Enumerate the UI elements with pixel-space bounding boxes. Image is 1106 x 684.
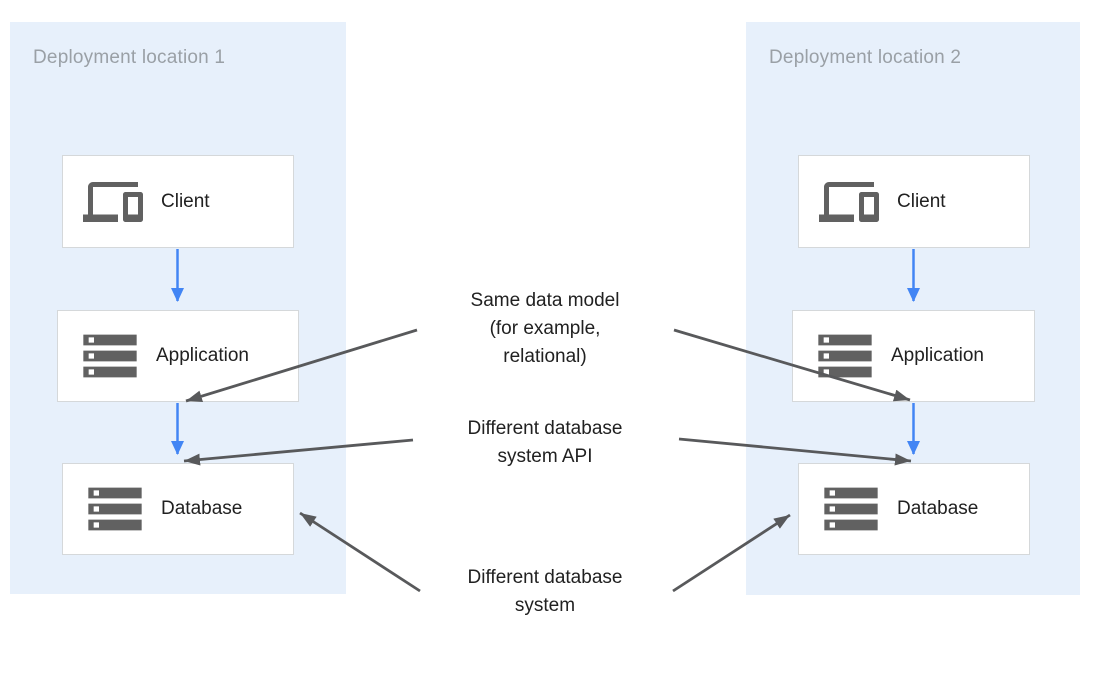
annotation-line: Same data model [470, 290, 620, 311]
panel-title: Deployment location 1 [33, 47, 226, 68]
annotation-line: system API [497, 446, 593, 467]
node-application-right: Application [792, 310, 1035, 402]
annotation-line: (for example, [489, 318, 601, 339]
annotation-same-data-model: Same data model (for example, relational… [420, 287, 670, 371]
node-client-left: Client [62, 155, 294, 248]
node-label: Database [897, 498, 979, 519]
annotation-different-db-api: Different database system API [420, 415, 670, 471]
annotation-line: relational) [503, 346, 587, 367]
node-label: Application [156, 345, 249, 366]
storage-icon [824, 487, 878, 531]
node-application-left: Application [57, 310, 299, 402]
panel-title: Deployment location 2 [769, 47, 962, 68]
node-label: Client [161, 190, 210, 212]
annotation-line: Different database [467, 567, 623, 588]
node-label: Client [897, 190, 946, 212]
storage-icon [88, 487, 142, 531]
annotation-different-db-system: Different database system [420, 564, 670, 620]
storage-icon [818, 334, 872, 378]
node-label: Application [891, 345, 984, 366]
node-database-right: Database [798, 463, 1030, 555]
node-database-left: Database [62, 463, 294, 555]
devices-icon [83, 181, 143, 222]
devices-icon [819, 181, 879, 222]
node-label: Database [161, 498, 243, 519]
node-client-right: Client [798, 155, 1030, 248]
storage-icon [83, 334, 137, 378]
annotation-line: system [514, 595, 576, 616]
annotation-line: Different database [467, 418, 623, 439]
